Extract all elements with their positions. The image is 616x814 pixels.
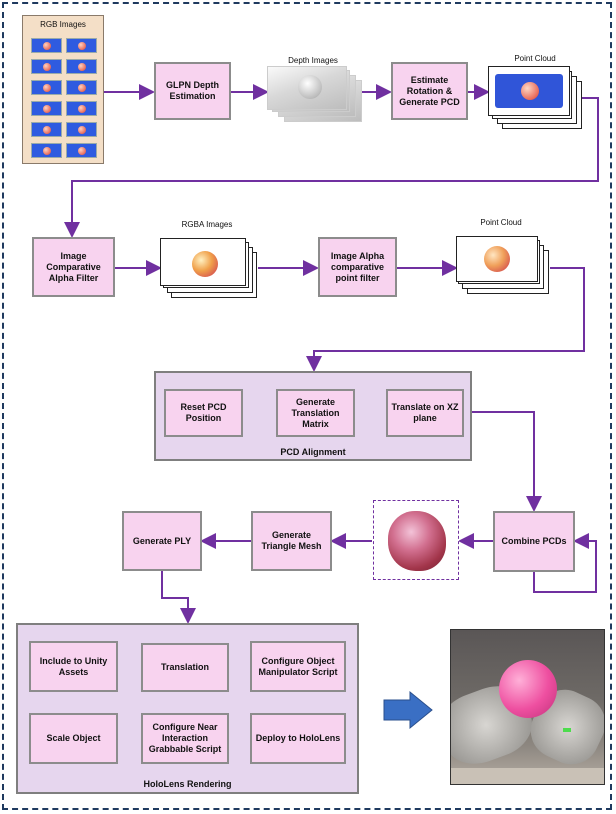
apple-thumbnail-icon (31, 38, 62, 53)
triangle-mesh-box: Generate Triangle Mesh (251, 511, 332, 571)
estimate-rotation-box: Estimate Rotation & Generate PCD (391, 62, 468, 120)
apple-thumbnail-icon (66, 80, 97, 95)
reset-pcd-box: Reset PCD Position (164, 389, 243, 437)
apple-thumbnail-icon (31, 59, 62, 74)
alpha-point-filter-box: Image Alpha comparative point filter (318, 237, 397, 297)
point-cloud-icon (488, 66, 570, 116)
near-interaction-box: Configure Near Interaction Grabbable Scr… (141, 713, 229, 764)
rgb-images-panel: RGB Images (22, 15, 104, 164)
generate-ply-box: Generate PLY (122, 511, 202, 571)
hololens-photo-icon (450, 629, 605, 785)
point-cloud-label-1: Point Cloud (514, 54, 556, 63)
right-arrow-icon (383, 690, 433, 730)
include-unity-box: Include to Unity Assets (29, 641, 118, 692)
translate-xz-box: Translate on XZ plane (386, 389, 464, 437)
generate-translation-box: Generate Translation Matrix (276, 389, 355, 437)
hololens-rendering-label: HoloLens Rendering (143, 779, 232, 789)
apple-thumbnail-icon (31, 101, 62, 116)
rgb-images-label: RGB Images (40, 20, 86, 29)
apple-thumbnail-icon (31, 122, 62, 137)
arrow-pcd-to-alpha (64, 97, 599, 238)
translation-box: Translation (141, 643, 229, 692)
arrow-pcd-to-alignment (306, 267, 585, 372)
point-cloud-label-2: Point Cloud (480, 218, 522, 227)
alpha-filter-box: Image Comparative Alpha Filter (32, 237, 115, 297)
apple-thumbnail-icon (31, 143, 62, 158)
scale-object-box: Scale Object (29, 713, 118, 764)
arrow-alignment-to-combine (472, 411, 542, 512)
apple-thumbnail-icon (31, 80, 62, 95)
arrow-ply-to-holo (161, 571, 196, 624)
combine-pcds-box: Combine PCDs (493, 511, 575, 572)
depth-image (267, 66, 347, 110)
rgba-images-label: RGBA Images (181, 220, 233, 229)
apple-thumbnail-icon (66, 38, 97, 53)
point-cloud-icon (456, 236, 538, 282)
rgba-image (160, 238, 246, 286)
apple-thumbnail-icon (66, 143, 97, 158)
pcd-alignment-label: PCD Alignment (280, 447, 346, 457)
apple-thumbnail-icon (66, 122, 97, 137)
apple-thumbnail-icon (66, 59, 97, 74)
arrow-combine-loop (533, 533, 597, 593)
deploy-hololens-box: Deploy to HoloLens (250, 713, 346, 764)
mesh-icon (373, 500, 459, 580)
depth-images-label: Depth Images (288, 56, 338, 65)
object-manipulator-box: Configure Object Manipulator Script (250, 641, 346, 692)
glpn-depth-box: GLPN Depth Estimation (154, 62, 231, 120)
apple-thumbnail-icon (66, 101, 97, 116)
